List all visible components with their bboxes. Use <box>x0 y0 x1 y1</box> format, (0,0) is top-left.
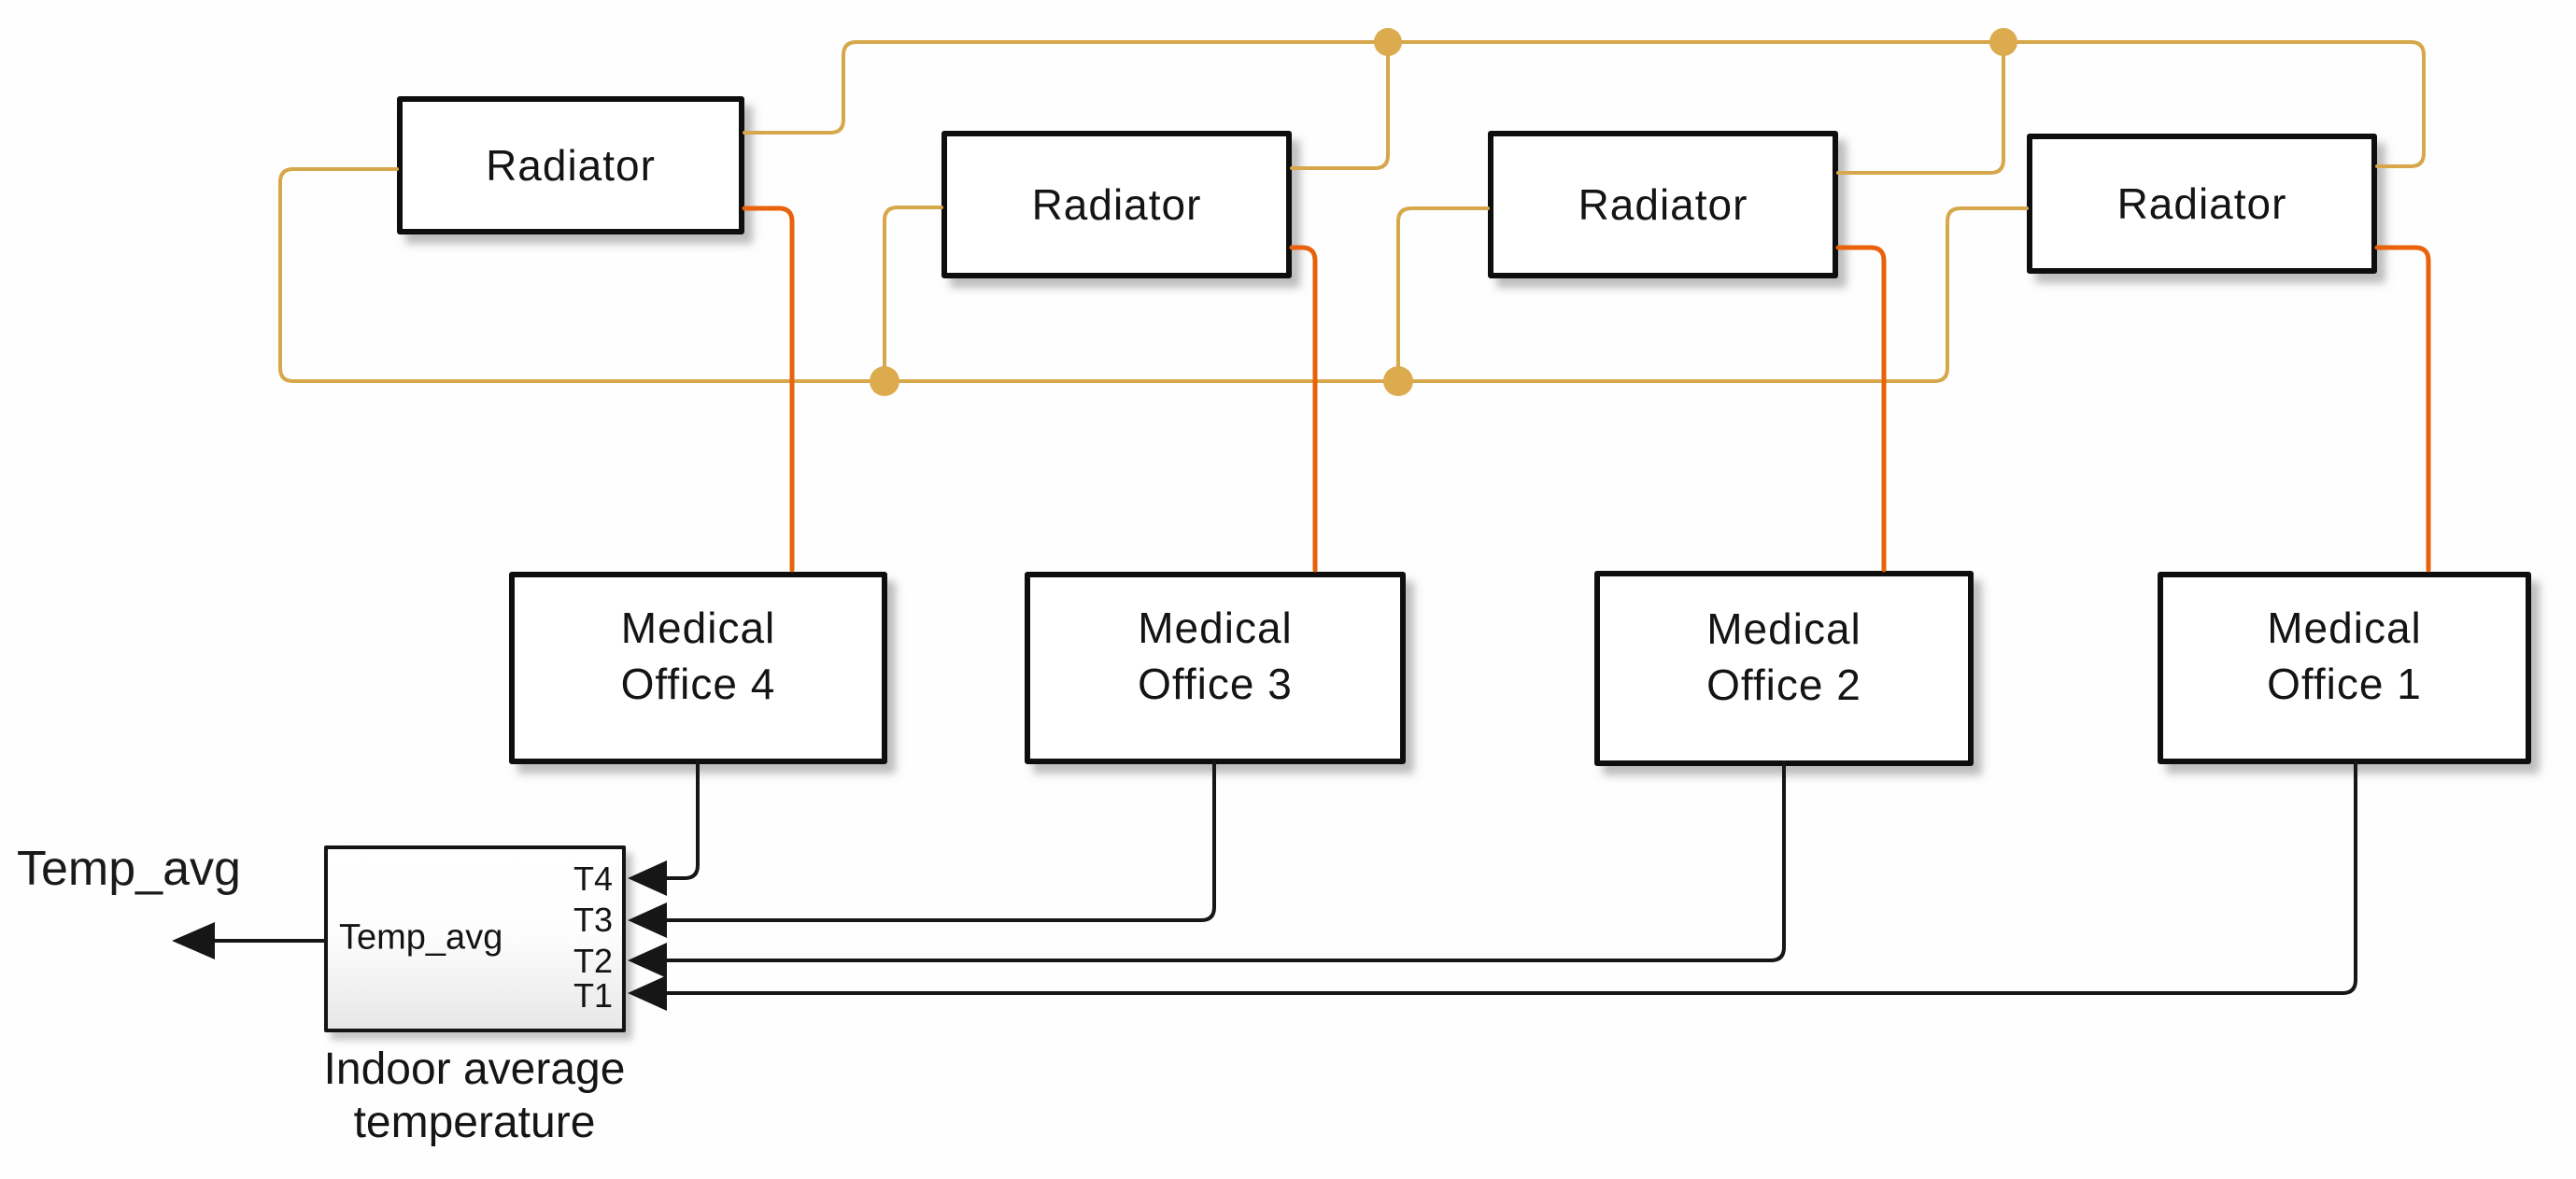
indoor-average-temperature-block[interactable]: Temp_avg T4 T3 T2 T1 <box>324 845 626 1032</box>
office-3-temp-signal-wire[interactable] <box>641 760 1216 922</box>
radiator-4-to-office-1-wire[interactable] <box>2374 245 2431 573</box>
medical-office-3-block[interactable]: Medical Office 3 <box>1025 572 1406 764</box>
radiator-3-label: Radiator <box>1578 180 1748 229</box>
input-port-label-t4: T4 <box>573 859 613 898</box>
medical-office-1-block[interactable]: Medical Office 1 <box>2158 572 2531 764</box>
input-arrowhead-t2 <box>628 943 667 978</box>
supply-bus-junction-dot <box>1383 366 1413 396</box>
averager-inner-label: Temp_avg <box>339 917 503 958</box>
office-2-temp-signal-wire[interactable] <box>641 760 1786 962</box>
office-2-label-line1: Medical <box>1706 604 1861 653</box>
return-bus-junction-dot <box>1989 28 2017 56</box>
medical-office-4-block[interactable]: Medical Office 4 <box>509 572 887 764</box>
radiator-2-block[interactable]: Radiator <box>941 131 1292 278</box>
radiator-3-to-office-2-wire[interactable] <box>1835 245 1887 573</box>
office-1-temp-signal-wire[interactable] <box>641 760 2357 995</box>
averager-block-caption: Indoor average temperature <box>241 1043 708 1149</box>
input-arrowhead-t4 <box>628 860 667 896</box>
office-1-label-line1: Medical <box>2267 604 2422 652</box>
radiator-1-to-office-4-wire[interactable] <box>742 206 795 573</box>
office-3-label-line2: Office 3 <box>1138 660 1293 708</box>
radiator-3-block[interactable]: Radiator <box>1488 131 1838 278</box>
radiator-1-block[interactable]: Radiator <box>397 96 744 234</box>
radiator-2-to-office-3-wire[interactable] <box>1289 245 1318 573</box>
return-bus-junction-dot <box>1374 28 1402 56</box>
office-4-temp-signal-wire[interactable] <box>641 760 700 880</box>
caption-line-1: Indoor average <box>323 1044 626 1094</box>
radiator-4-block[interactable]: Radiator <box>2027 134 2377 274</box>
radiator-3-return-riser-wire[interactable] <box>1836 42 2005 175</box>
office-4-label-line1: Medical <box>620 604 776 652</box>
office-4-label-line2: Office 4 <box>620 660 776 708</box>
input-arrowhead-t3 <box>628 902 667 938</box>
input-port-label-t1: T1 <box>573 976 613 1015</box>
office-3-label-line1: Medical <box>1138 604 1293 652</box>
temp-avg-signal-label[interactable]: Temp_avg <box>17 842 241 896</box>
radiator-2-supply-drop-wire[interactable] <box>883 206 943 381</box>
office-1-label-line2: Office 1 <box>2267 660 2422 708</box>
radiator-1-label: Radiator <box>486 141 656 190</box>
radiator-3-supply-drop-wire[interactable] <box>1396 206 1490 381</box>
output-arrowhead <box>172 922 215 959</box>
caption-line-2: temperature <box>353 1098 596 1147</box>
input-port-label-t3: T3 <box>573 901 613 939</box>
medical-office-2-block[interactable]: Medical Office 2 <box>1594 571 1974 766</box>
radiator-4-label: Radiator <box>2116 179 2287 228</box>
input-arrowhead-t1 <box>628 975 667 1011</box>
radiator-2-label: Radiator <box>1031 180 1202 229</box>
supply-bus-junction-dot <box>870 366 899 396</box>
input-port-label-t2: T2 <box>573 942 613 980</box>
office-2-label-line2: Office 2 <box>1706 660 1861 709</box>
radiator-2-return-riser-wire[interactable] <box>1290 42 1390 170</box>
